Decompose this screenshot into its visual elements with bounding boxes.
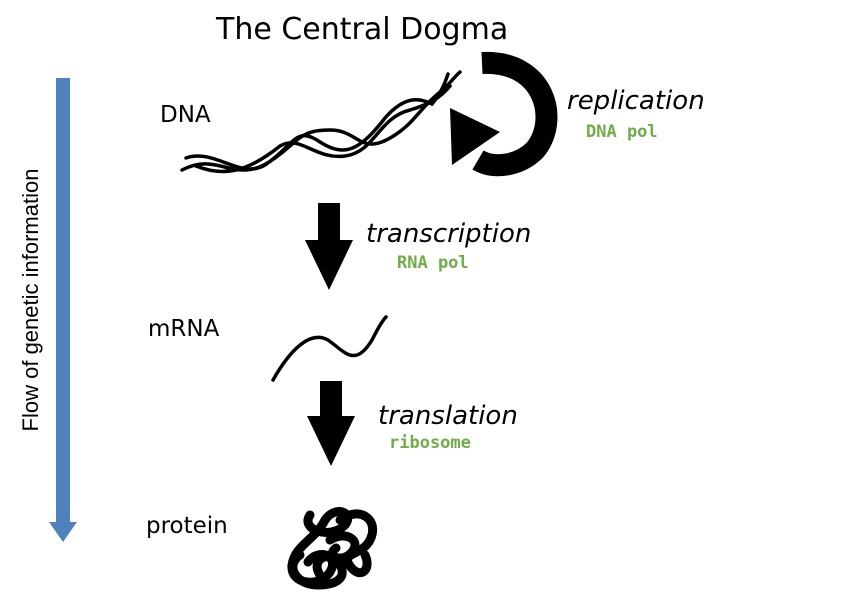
diagram-title: The Central Dogma (216, 12, 509, 47)
flow-arrow-icon (49, 78, 77, 542)
dna-helix-icon (180, 70, 462, 174)
replication-label: replication (567, 86, 705, 116)
transcription-label: transcription (366, 219, 532, 249)
replication-enzyme-label: DNA pol (586, 122, 658, 142)
protein-coil-icon (287, 507, 378, 590)
transcription-enzyme-label: RNA pol (397, 253, 469, 273)
transcription-arrow-icon (305, 203, 353, 290)
translation-label: translation (378, 401, 518, 431)
replication-arrow-icon (450, 51, 558, 177)
dna-label: DNA (160, 102, 211, 128)
mrna-label: mRNA (148, 316, 220, 342)
protein-label: protein (146, 513, 228, 539)
flow-axis-label: Flow of genetic information (18, 168, 43, 432)
translation-arrow-icon (307, 381, 355, 466)
translation-enzyme-label: ribosome (389, 433, 471, 453)
mrna-strand-icon (271, 315, 388, 382)
